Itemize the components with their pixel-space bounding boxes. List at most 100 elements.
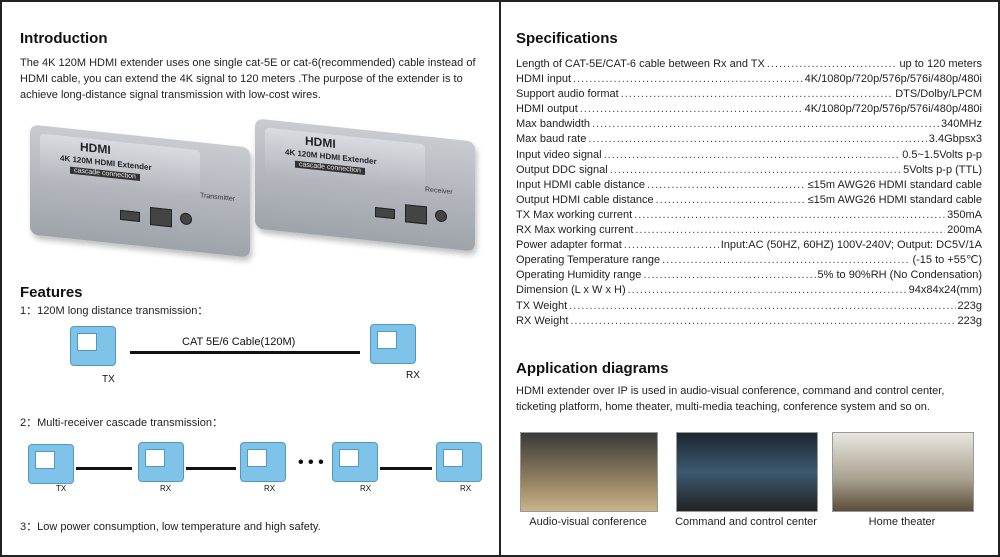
spec-key: Length of CAT-5E/CAT-6 cable between Rx … <box>516 58 765 70</box>
spec-key: Output DDC signal <box>516 163 608 176</box>
spec-value: Input:AC (50HZ, 60HZ) 100V-240V; Output:… <box>720 239 982 252</box>
column-divider <box>499 2 501 555</box>
power-port <box>435 209 447 223</box>
rx-computer-icon <box>332 442 378 482</box>
rx-computer-icon <box>138 442 184 482</box>
tx-label: TX <box>56 484 67 493</box>
spec-leader <box>588 132 926 147</box>
spec-key: Input HDMI cable distance <box>516 178 646 191</box>
spec-leader <box>573 72 803 87</box>
spec-leader <box>610 163 901 178</box>
spec-value: (-15 to +55℃) <box>912 254 982 267</box>
spec-value: 223g <box>957 314 982 327</box>
rx-computer-icon <box>436 442 482 482</box>
rx-label: RX <box>406 370 420 381</box>
rx-label: RX <box>360 484 372 493</box>
tx-label: TX <box>102 374 115 385</box>
product-photo: HDMI 4K 120M HDMI Extender cascade conne… <box>20 118 480 270</box>
introduction-section: Introduction The 4K 120M HDMI extender u… <box>20 30 480 103</box>
spec-row: Operating Temperature range (-15 to +55℃) <box>516 253 982 268</box>
introduction-title: Introduction <box>20 30 108 47</box>
conference-photo <box>520 432 658 512</box>
spec-value: 5% to 90%RH (No Condensation) <box>817 269 982 282</box>
spec-key: TX Weight <box>516 299 568 312</box>
spec-row: Input video signal0.5~1.5Volts p-p <box>516 148 982 163</box>
rj45-port <box>150 207 172 228</box>
rx-computer-icon <box>370 324 416 364</box>
spec-key: Operating Humidity range <box>516 269 642 282</box>
spec-key: HDMI input <box>516 73 572 86</box>
transmitter-label: Transmitter <box>200 192 236 203</box>
spec-leader <box>592 117 939 132</box>
spec-row: Input HDMI cable distance≤15m AWG26 HDMI… <box>516 178 982 193</box>
application-section: Application diagrams HDMI extender over … <box>516 360 982 415</box>
caption-home-theater: Home theater <box>868 516 936 528</box>
spec-row: HDMI output4K/1080p/720p/576p/576i/480p/… <box>516 102 982 117</box>
spec-leader <box>569 299 955 314</box>
spec-key: Operating Temperature range <box>516 254 661 267</box>
spec-row: Output HDMI cable distance ≤15m AWG26 HDM… <box>516 193 982 208</box>
rx-label: RX <box>460 484 472 493</box>
spec-row: RX Weight 223g <box>516 314 982 329</box>
introduction-text: The 4K 120M HDMI extender uses one singl… <box>20 57 476 101</box>
spec-row: TX Max working current350mA <box>516 208 982 223</box>
spec-value: 340MHz <box>941 118 982 131</box>
spec-leader <box>635 223 945 238</box>
rx-computer-icon <box>240 442 286 482</box>
home-theater-photo <box>832 432 974 512</box>
spec-value: 0.5~1.5Volts p-p <box>902 148 982 161</box>
transmitter-unit: HDMI 4K 120M HDMI Extender cascade conne… <box>30 124 250 258</box>
application-title: Application diagrams <box>516 360 669 377</box>
spec-row: RX Max working current200mA <box>516 223 982 238</box>
spec-key: Max baud rate <box>516 133 587 146</box>
rx-label: RX <box>160 484 172 493</box>
spec-leader <box>621 87 893 102</box>
spec-key: Output HDMI cable distance <box>516 193 654 206</box>
spec-leader <box>767 57 898 72</box>
hdmi-port <box>375 207 395 220</box>
tx-computer-icon <box>28 444 74 484</box>
spec-value: DTS/Dolby/LPCM <box>895 88 982 101</box>
spec-leader <box>656 193 806 208</box>
spec-row: Operating Humidity range 5% to 90%RH (No … <box>516 268 982 283</box>
features-section: Features 1：120M long distance transmissi… <box>20 284 482 533</box>
control-center-photo <box>676 432 818 512</box>
power-port <box>180 212 192 226</box>
spec-key: Support audio format <box>516 88 619 101</box>
spec-leader <box>647 178 806 193</box>
spec-leader <box>662 253 910 268</box>
spec-key: RX Weight <box>516 314 569 327</box>
spec-row: Max baud rate 3.4Gbpsx3 <box>516 132 982 147</box>
spec-value: 3.4Gbpsx3 <box>928 133 982 146</box>
spec-value: ≤15m AWG26 HDMI standard cable <box>807 193 982 206</box>
features-title: Features <box>20 284 83 301</box>
specifications-title: Specifications <box>516 30 618 47</box>
spec-row: Power adapter format Input:AC (50HZ, 60HZ… <box>516 238 982 253</box>
spec-leader <box>628 283 907 298</box>
cat-cable <box>186 467 236 470</box>
spec-key: Power adapter format <box>516 239 622 252</box>
spec-leader <box>570 314 955 329</box>
spec-value: 223g <box>957 299 982 312</box>
spec-value: 5Volts p-p (TTL) <box>903 163 982 176</box>
spec-list: Length of CAT-5E/CAT-6 cable between Rx … <box>516 57 982 329</box>
spec-row: Output DDC signal 5Volts p-p (TTL) <box>516 163 982 178</box>
cat-cable <box>76 467 132 470</box>
spec-leader <box>624 238 719 253</box>
spec-leader <box>634 208 945 223</box>
spec-row: HDMI input4K/1080p/720p/576p/576i/480p/4… <box>516 72 982 87</box>
spec-leader <box>643 268 815 283</box>
caption-conference: Audio-visual conference <box>529 516 647 528</box>
spec-row: TX Weight 223g <box>516 299 982 314</box>
cat-cable <box>130 351 360 354</box>
rx-label: RX <box>264 484 276 493</box>
specifications-section: Specifications Length of CAT-5E/CAT-6 ca… <box>516 30 982 329</box>
spec-row: Length of CAT-5E/CAT-6 cable between Rx … <box>516 57 982 72</box>
caption-control-center: Command and control center <box>675 516 817 528</box>
spec-value: up to 120 meters <box>899 58 982 70</box>
spec-leader <box>580 102 803 117</box>
feature-item-3: 3：Low power consumption, low temperature… <box>20 521 321 533</box>
receiver-label: Receiver <box>425 186 453 197</box>
spec-key: HDMI output <box>516 103 578 116</box>
